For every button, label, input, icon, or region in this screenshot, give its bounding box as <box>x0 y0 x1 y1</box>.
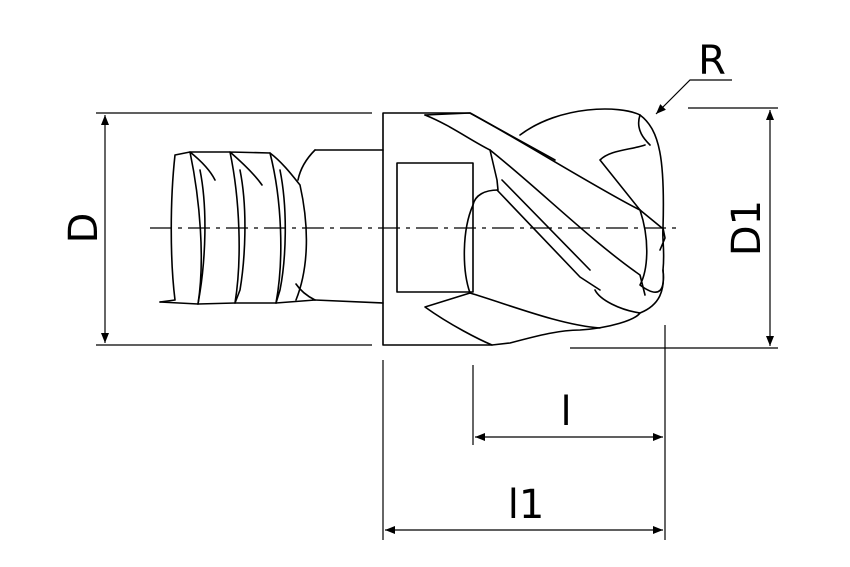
dimension-D: D <box>61 112 372 346</box>
label-l1: l1 <box>508 482 545 528</box>
cutter-head <box>382 108 666 346</box>
threaded-shank <box>159 149 384 305</box>
label-D: D <box>61 213 107 244</box>
label-D1: D1 <box>724 200 770 256</box>
dimension-D1: D1 <box>570 107 778 349</box>
dimension-l: l <box>472 325 666 540</box>
label-l: l <box>560 389 571 435</box>
dimension-R: R <box>655 38 732 115</box>
wrench-flat <box>396 162 474 293</box>
dimension-l1: l1 <box>382 360 663 540</box>
label-R: R <box>698 38 726 84</box>
